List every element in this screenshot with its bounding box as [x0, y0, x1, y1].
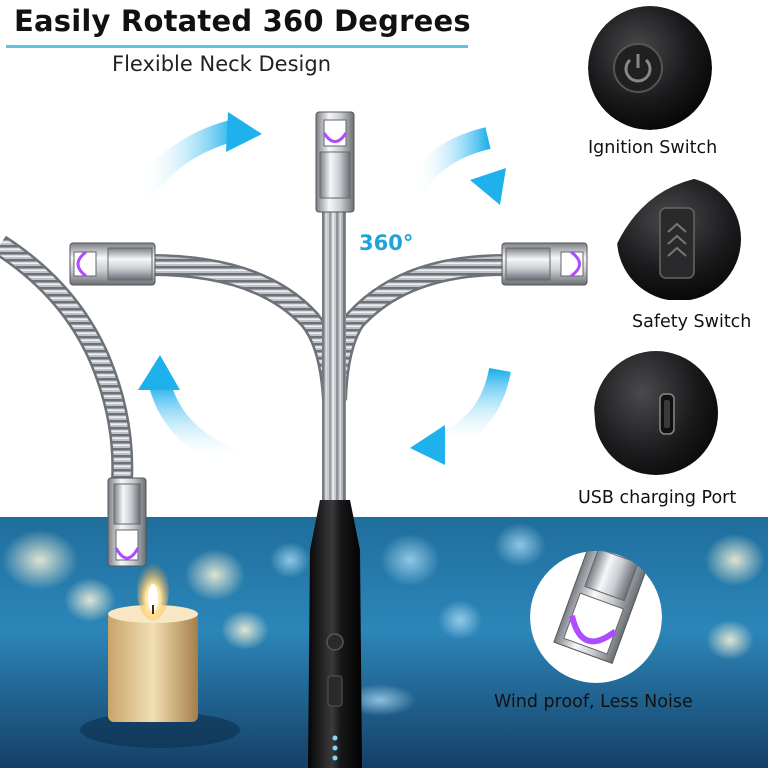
page-subtitle: Flexible Neck Design — [112, 52, 332, 76]
feature-ignition-image — [588, 6, 712, 130]
head-top — [315, 111, 355, 213]
arrow-bottom-right — [435, 367, 511, 456]
arrow-bottom-left — [149, 381, 244, 473]
lighter-heads — [69, 111, 588, 567]
feature-label-windproof: Wind proof, Less Noise — [494, 692, 693, 712]
rotation-arrows — [130, 112, 511, 473]
feature-label-safety: Safety Switch — [632, 312, 752, 332]
head-lower-left — [107, 477, 147, 567]
head-right — [501, 242, 588, 286]
feature-safety-image — [617, 177, 741, 301]
page-title: Easily Rotated 360 Degrees — [14, 4, 471, 38]
rotation-degree-label: 360° — [359, 231, 414, 255]
title-underline — [6, 45, 468, 48]
arrow-top-right — [405, 127, 491, 192]
head-left — [69, 242, 156, 286]
feature-label-ignition: Ignition Switch — [588, 138, 718, 158]
candle — [108, 560, 198, 722]
arrow-top-left — [130, 119, 238, 202]
flexible-necks — [0, 210, 506, 505]
feature-windproof-image — [530, 551, 662, 683]
feature-usb-image — [594, 351, 718, 475]
power-icon — [624, 54, 652, 83]
lighter-handle — [308, 500, 362, 768]
feature-label-usb: USB charging Port — [578, 488, 737, 508]
